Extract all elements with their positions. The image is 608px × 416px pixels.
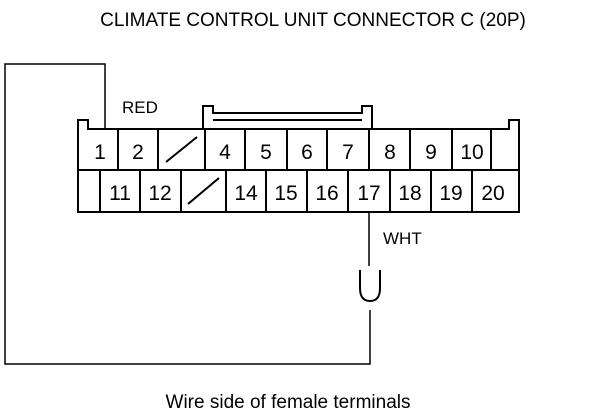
- pin-17: 17: [357, 182, 380, 205]
- bottom-row-pins: 11 12 14 15 16 17 18 19 20: [109, 182, 505, 205]
- pin-11: 11: [109, 182, 131, 205]
- top-row-pins: 1 2 4 5 6 7 8 9 10: [94, 141, 484, 164]
- pin-5: 5: [260, 141, 272, 164]
- pin1-wire: [4, 63, 371, 365]
- pin-12: 12: [148, 182, 171, 205]
- pin1-wire-color-label: RED: [122, 98, 158, 117]
- pin-15: 15: [274, 182, 297, 205]
- pin-18: 18: [398, 182, 421, 205]
- pin-6: 6: [301, 141, 313, 164]
- diagram-caption: Wire side of female terminals: [166, 392, 411, 413]
- pin-14: 14: [234, 182, 258, 205]
- pin-2: 2: [132, 141, 144, 164]
- empty-cavity-3-slash: [165, 136, 198, 163]
- pin-1: 1: [94, 141, 106, 164]
- diagram-title: CLIMATE CONTROL UNIT CONNECTOR C (20P): [100, 10, 526, 31]
- bottom-row-dividers: [99, 170, 473, 212]
- pin-7: 7: [342, 141, 354, 164]
- connector-housing: [77, 119, 520, 213]
- pin-10: 10: [460, 141, 483, 164]
- pin-20: 20: [481, 182, 504, 205]
- pin-16: 16: [315, 182, 338, 205]
- pin17-wire-color-label: WHT: [383, 229, 422, 248]
- test-probe-symbol: [359, 270, 381, 303]
- top-row-dividers: [117, 129, 492, 170]
- connector-lock-tab: [202, 105, 373, 129]
- pin-9: 9: [425, 141, 437, 164]
- empty-cavity-13-slash: [187, 177, 220, 205]
- pin-19: 19: [439, 182, 462, 205]
- pin-8: 8: [384, 141, 396, 164]
- pin-4: 4: [219, 141, 231, 164]
